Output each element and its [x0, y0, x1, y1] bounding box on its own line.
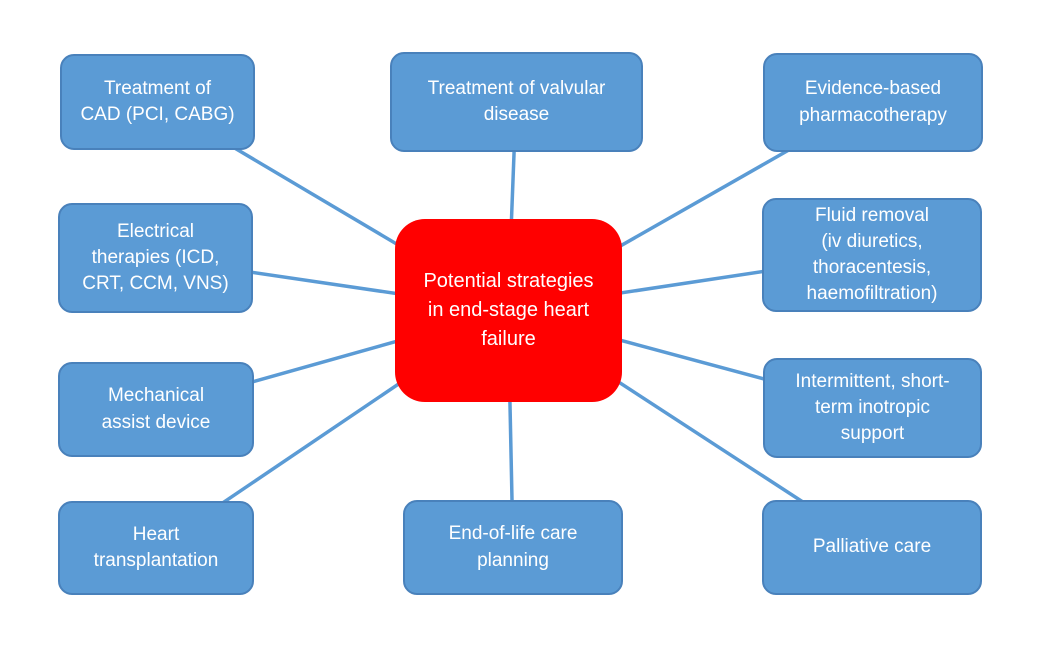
node-central-strategies-label: Potential strategies in end-stage heart …	[423, 270, 594, 350]
node-inotropic-support-label: Intermittent, short- term inotropic supp…	[795, 370, 950, 445]
node-inotropic-support[interactable]: Intermittent, short- term inotropic supp…	[763, 358, 982, 458]
node-end-of-life-label: End-of-life care planning	[448, 523, 578, 571]
node-fluid-removal-label: Fluid removal (iv diuretics, thoracentes…	[806, 204, 938, 305]
node-end-of-life[interactable]: End-of-life care planning	[403, 500, 623, 595]
node-valvular-disease-label: Treatment of valvular disease	[427, 77, 606, 125]
node-electrical-therapies[interactable]: Electrical therapies (ICD, CRT, CCM, VNS…	[58, 203, 253, 313]
node-electrical-therapies-label: Electrical therapies (ICD, CRT, CCM, VNS…	[82, 220, 229, 295]
node-valvular-disease[interactable]: Treatment of valvular disease	[390, 52, 643, 152]
node-fluid-removal[interactable]: Fluid removal (iv diuretics, thoracentes…	[762, 198, 982, 312]
node-pharmacotherapy-label: Evidence-based pharmacotherapy	[799, 78, 947, 126]
node-heart-transplant-label: Heart transplantation	[93, 523, 219, 571]
node-treatment-cad[interactable]: Treatment of CAD (PCI, CABG)	[60, 54, 255, 150]
node-mechanical-assist[interactable]: Mechanical assist device	[58, 362, 254, 457]
node-heart-transplant[interactable]: Heart transplantation	[58, 501, 254, 595]
node-treatment-cad-label: Treatment of CAD (PCI, CABG)	[80, 77, 235, 125]
node-palliative-care[interactable]: Palliative care	[762, 500, 982, 595]
node-mechanical-assist-label: Mechanical assist device	[101, 385, 211, 433]
node-palliative-care-label: Palliative care	[812, 536, 932, 558]
node-central-strategies[interactable]: Potential strategies in end-stage heart …	[395, 219, 622, 402]
node-pharmacotherapy[interactable]: Evidence-based pharmacotherapy	[763, 53, 983, 152]
